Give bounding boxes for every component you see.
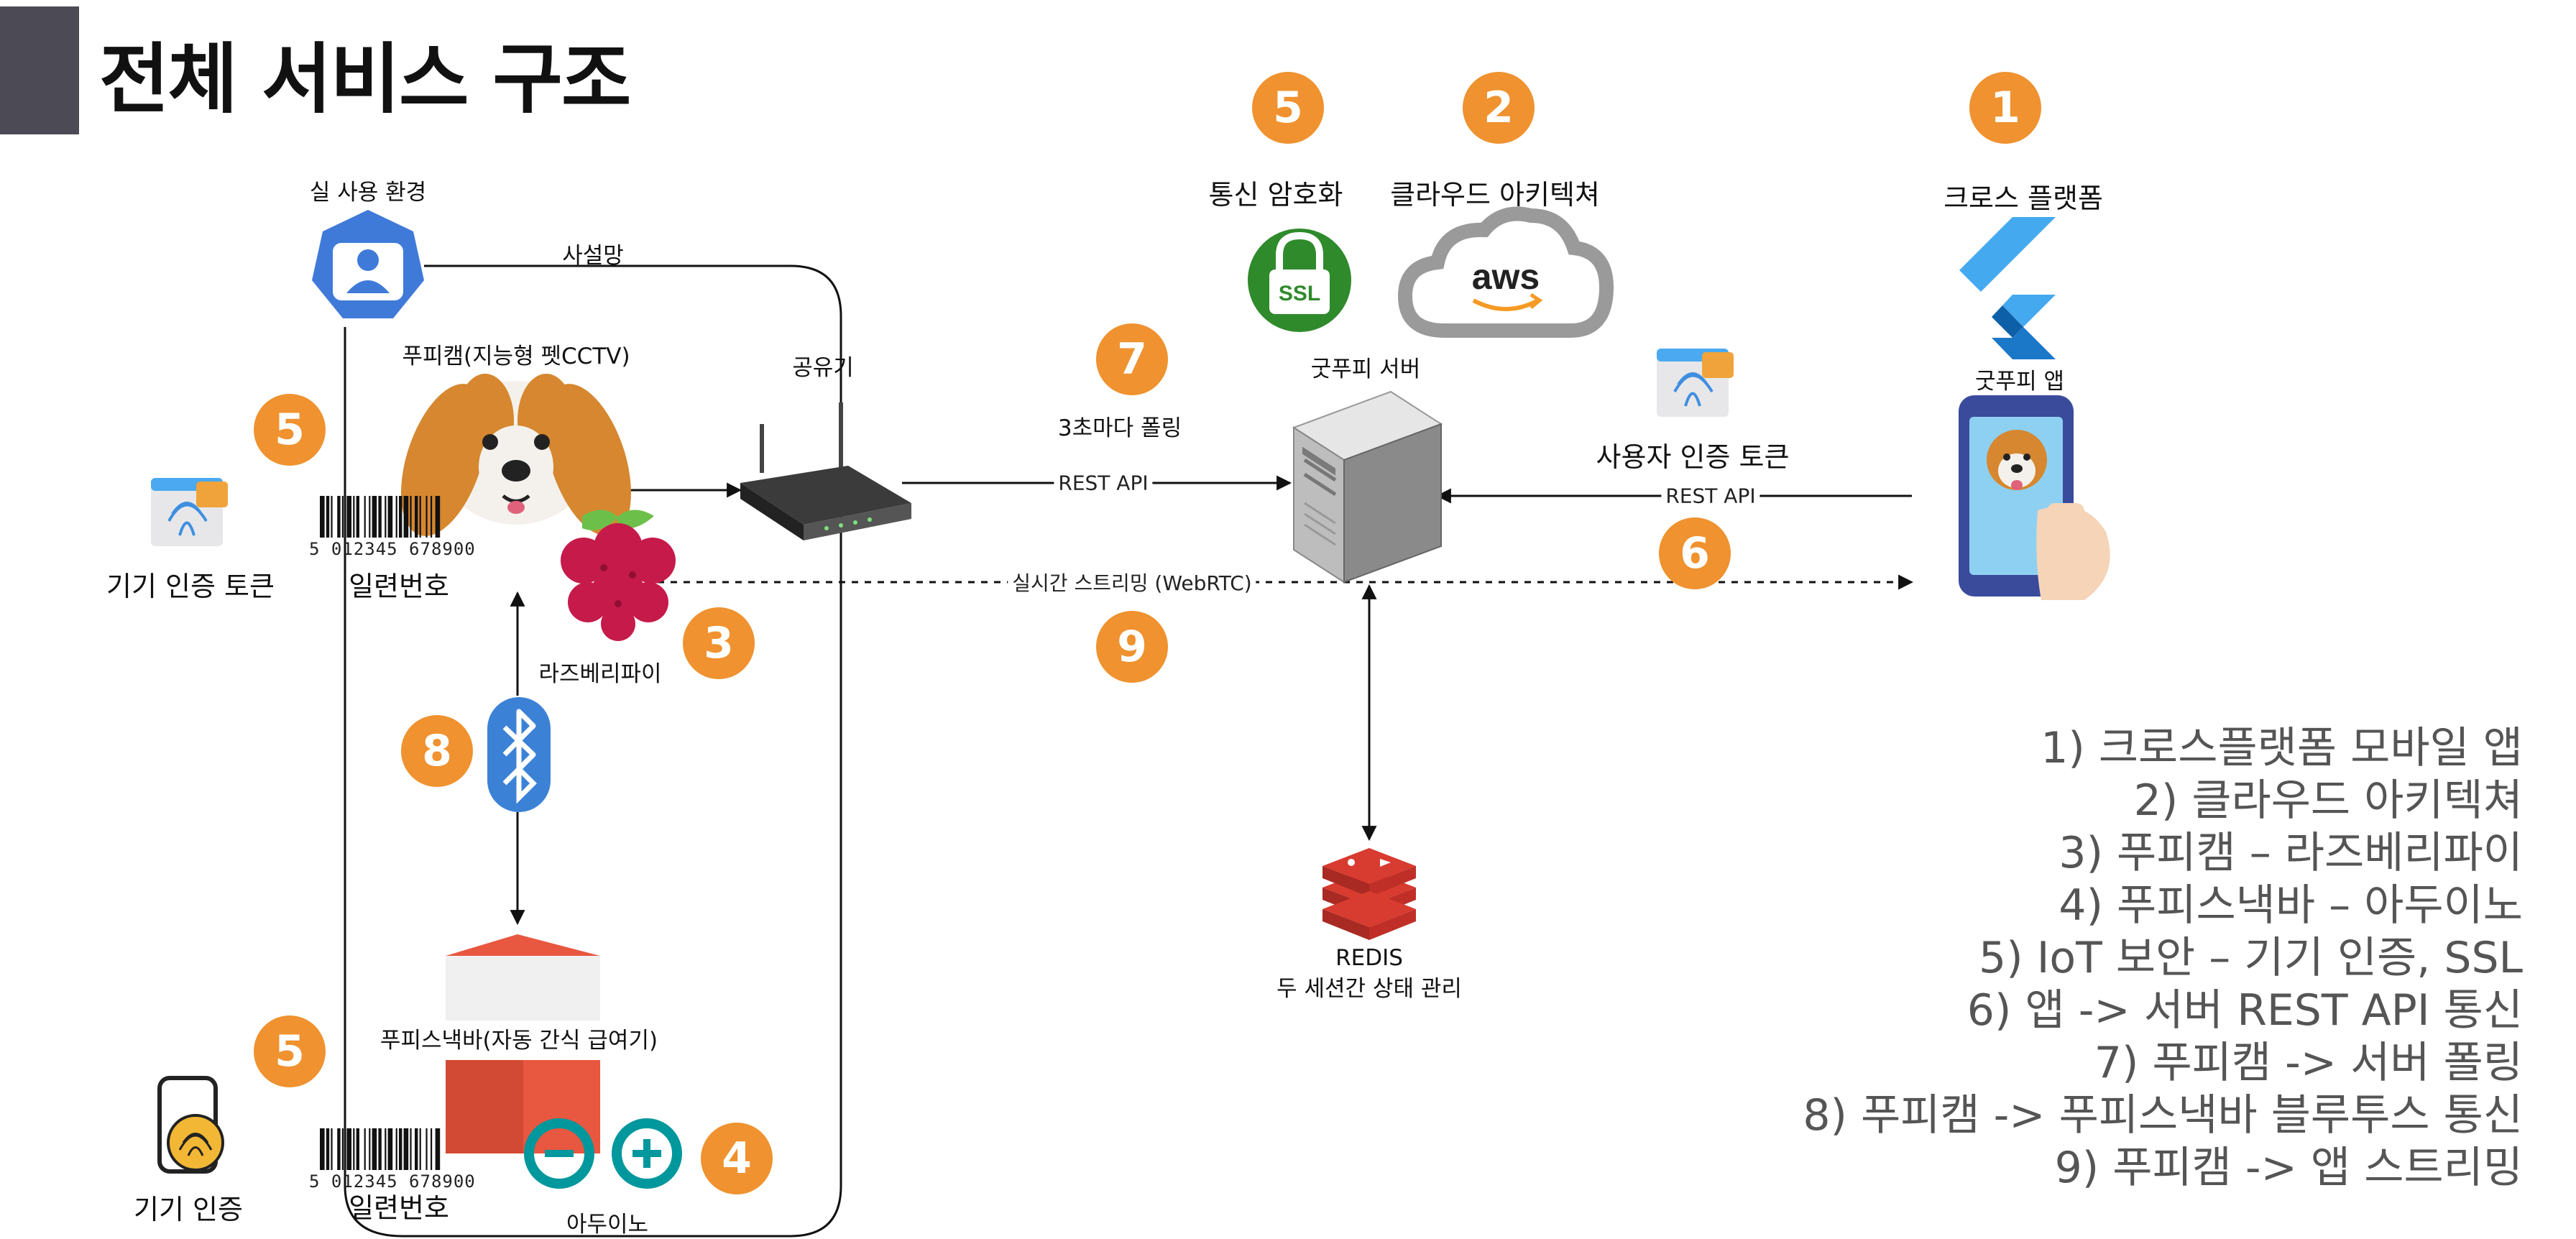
ssl-lock-icon: [1248, 229, 1351, 332]
snackbar-icon: [446, 934, 600, 1153]
private-network-boundary: [344, 264, 842, 1238]
label-user-token: 사용자 인증 토큰: [1596, 441, 1790, 473]
legend-item: 6) 앱 -> 서버 REST API 통신: [1966, 985, 2523, 1036]
label-raspberry: 라즈베리파이: [538, 661, 662, 687]
server-icon: [1292, 390, 1443, 584]
title-accent-block: [0, 6, 79, 134]
legend-item: 8) 푸피캠 -> 푸피스낵바 블루투스 통신: [1803, 1090, 2523, 1141]
label-cross-platform: 크로스 플랫폼: [1944, 183, 2103, 214]
page-title: 전체 서비스 구조: [99, 35, 631, 124]
legend-item: 4) 푸피스낵바 – 아두이노: [2058, 880, 2523, 931]
label-redis-name: REDIS: [1335, 945, 1403, 971]
barcode-icon-2: [320, 1128, 441, 1170]
ssl-text: SSL: [1279, 282, 1320, 305]
label-cloud: 클라우드 아키텍쳐: [1390, 179, 1600, 211]
label-polling: 3초마다 폴링: [1057, 415, 1182, 441]
user-token-icon: [1657, 349, 1734, 417]
label-pupicam: 푸피캠(지능형 펫CCTV): [402, 344, 630, 369]
aws-cloud-icon: [1397, 206, 1614, 338]
badge-2: 2: [1463, 72, 1535, 144]
badge-8: 8: [401, 715, 473, 787]
legend-item: 9) 푸피캠 -> 앱 스트리밍: [2054, 1143, 2523, 1193]
legend-item: 3) 푸피캠 – 라즈베리파이: [2058, 828, 2523, 878]
label-arduino: 아두이노: [566, 1212, 649, 1238]
edge-label-rest-api-1: REST API: [1054, 471, 1153, 495]
label-router: 공유기: [792, 355, 854, 381]
label-snackbar: 푸피스낵바(자동 간식 급여기): [380, 1028, 658, 1054]
label-env: 실 사용 환경: [309, 180, 427, 206]
label-comm-enc: 통신 암호화: [1208, 179, 1343, 211]
legend-item: 2) 클라우드 아키텍쳐: [2133, 775, 2523, 826]
badge-5-top: 5: [1252, 72, 1324, 144]
legend-item: 5) IoT 보안 – 기기 인증, SSL: [1979, 933, 2523, 983]
device-auth-phone-icon: [157, 1076, 224, 1174]
aws-smile-arrow: [1530, 293, 1543, 309]
badge-6: 6: [1659, 517, 1731, 589]
badge-5-left: 5: [254, 394, 326, 466]
legend-list: 1) 크로스플랫폼 모바일 앱 2) 클라우드 아키텍쳐 3) 푸피캠 – 라즈…: [1803, 722, 2523, 1194]
barcode-icon-1: [320, 496, 441, 538]
edge-label-rest-api-2: REST API: [1661, 484, 1760, 508]
bluetooth-icon: [487, 697, 551, 812]
user-environment-icon: [312, 210, 424, 318]
label-serial-1: 일련번호: [349, 571, 449, 602]
aws-text: aws: [1472, 257, 1540, 297]
redis-icon: [1322, 848, 1416, 940]
pupicam-dog-icon: [400, 374, 632, 536]
legend-item: 7) 푸피캠 -> 서버 폴링: [2094, 1038, 2523, 1088]
label-serial-2: 일련번호: [349, 1192, 449, 1224]
label-private-net: 사설망: [562, 243, 624, 269]
badge-5-bottom: 5: [254, 1015, 326, 1087]
app-phone-icon: [1959, 395, 2110, 600]
barcode-number-2: 5 012345 678900: [309, 1171, 476, 1192]
badge-1: 1: [1969, 72, 2041, 144]
label-device-auth: 기기 인증: [134, 1194, 243, 1225]
legend-item: 1) 크로스플랫폼 모바일 앱: [2041, 723, 2523, 773]
label-device-token: 기기 인증 토큰: [106, 571, 275, 602]
aws-smile: [1472, 298, 1540, 311]
arduino-icon: [524, 1118, 682, 1189]
barcode-number-1: 5 012345 678900: [309, 539, 476, 559]
device-token-icon: [151, 478, 228, 546]
raspberry-pi-icon: [561, 510, 676, 641]
label-app: 굿푸피 앱: [1975, 369, 2064, 395]
router-icon: [740, 402, 911, 540]
edge-label-streaming: 실시간 스트리밍 (WebRTC): [1008, 568, 1256, 597]
badge-3: 3: [683, 607, 755, 679]
label-server: 굿푸피 서버: [1310, 356, 1421, 382]
badge-7: 7: [1096, 323, 1168, 395]
flutter-logo-icon: [1959, 217, 2056, 359]
badge-4: 4: [701, 1123, 773, 1194]
badge-9: 9: [1096, 611, 1168, 683]
label-redis-desc: 두 세션간 상태 관리: [1276, 976, 1462, 1002]
